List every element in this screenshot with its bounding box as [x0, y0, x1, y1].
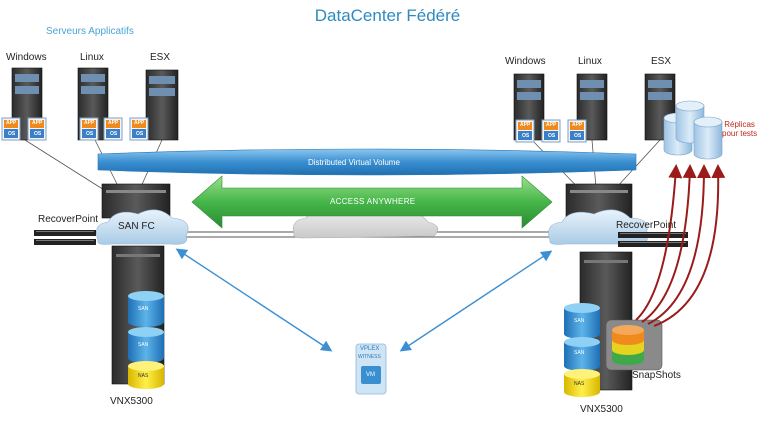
- replicas-cylinders: [663, 100, 723, 160]
- left-san-label-1: SAN: [138, 306, 149, 312]
- badge-app-text: APP: [84, 120, 95, 126]
- badge-app-text: APP: [572, 122, 583, 128]
- server-group-label: Serveurs Applicatifs: [46, 26, 134, 37]
- access-anywhere-label: ACCESS ANYWHERE: [330, 197, 416, 206]
- left-san-label-2: SAN: [138, 342, 149, 348]
- badge-app-text: APP: [520, 122, 531, 128]
- badge-os-text: OS: [110, 131, 118, 137]
- left-recoverpoint-appliance: [34, 230, 96, 245]
- badge-os-text: OS: [548, 133, 556, 139]
- snapshots-icon: [605, 319, 663, 371]
- left-linux-label: Linux: [80, 52, 104, 63]
- badge-os-text: OS: [34, 131, 42, 137]
- right-witness-arrow: [399, 250, 553, 352]
- badge-os-text: OS: [574, 133, 582, 139]
- right-linux-label: Linux: [578, 56, 602, 67]
- right-nas-disk: [564, 369, 600, 397]
- witness-label-2: WITNESS: [358, 354, 381, 360]
- right-windows-label: Windows: [505, 56, 546, 67]
- badge-app-text: APP: [546, 122, 557, 128]
- left-san-disk-1: [128, 291, 164, 327]
- witness-vm-label: VM: [366, 372, 375, 378]
- badge-os-text: OS: [522, 133, 530, 139]
- badge-os-text: OS: [8, 131, 16, 137]
- dvv-label: Distributed Virtual Volume: [308, 158, 400, 167]
- right-san-disk-1: [564, 303, 600, 339]
- left-san-disk-2: [128, 327, 164, 363]
- left-nas-label: NAS: [138, 373, 149, 379]
- left-esx-server: [145, 69, 179, 141]
- distributed-virtual-volume-band: [97, 148, 637, 176]
- badge-os-text: OS: [136, 131, 144, 137]
- page-title: DataCenter Fédéré: [314, 6, 461, 25]
- badge-app-text: APP: [108, 120, 119, 126]
- left-windows-label: Windows: [6, 52, 47, 63]
- right-vnx-label: VNX5300: [580, 404, 623, 415]
- right-san-label-2: SAN: [574, 350, 585, 356]
- snapshots-label: SnapShots: [632, 370, 681, 381]
- right-recoverpoint-appliance: [618, 232, 688, 247]
- replica-arrows: [635, 164, 726, 327]
- left-san-cloud: [96, 209, 189, 245]
- right-recoverpoint-label: RecoverPoint: [616, 220, 677, 231]
- san-fc-label: SAN FC: [118, 221, 155, 232]
- badge-os-text: OS: [86, 131, 94, 137]
- left-nas-disk: [128, 361, 164, 389]
- badge-app-text: APP: [6, 120, 17, 126]
- right-san-disk-2: [564, 337, 600, 371]
- right-nas-label: NAS: [574, 381, 585, 387]
- witness-label-1: VPLEX: [360, 346, 380, 352]
- left-vnx-label: VNX5300: [110, 396, 153, 407]
- access-anywhere-arrow: [191, 175, 553, 229]
- vplex-witness: [355, 343, 387, 395]
- left-recoverpoint-label: RecoverPoint: [38, 214, 99, 225]
- right-esx-label: ESX: [651, 56, 672, 67]
- badge-app-text: APP: [134, 120, 145, 126]
- badge-app-text: APP: [32, 120, 43, 126]
- right-san-label-1: SAN: [574, 318, 585, 324]
- left-witness-arrow: [175, 248, 333, 352]
- left-esx-label: ESX: [150, 52, 171, 63]
